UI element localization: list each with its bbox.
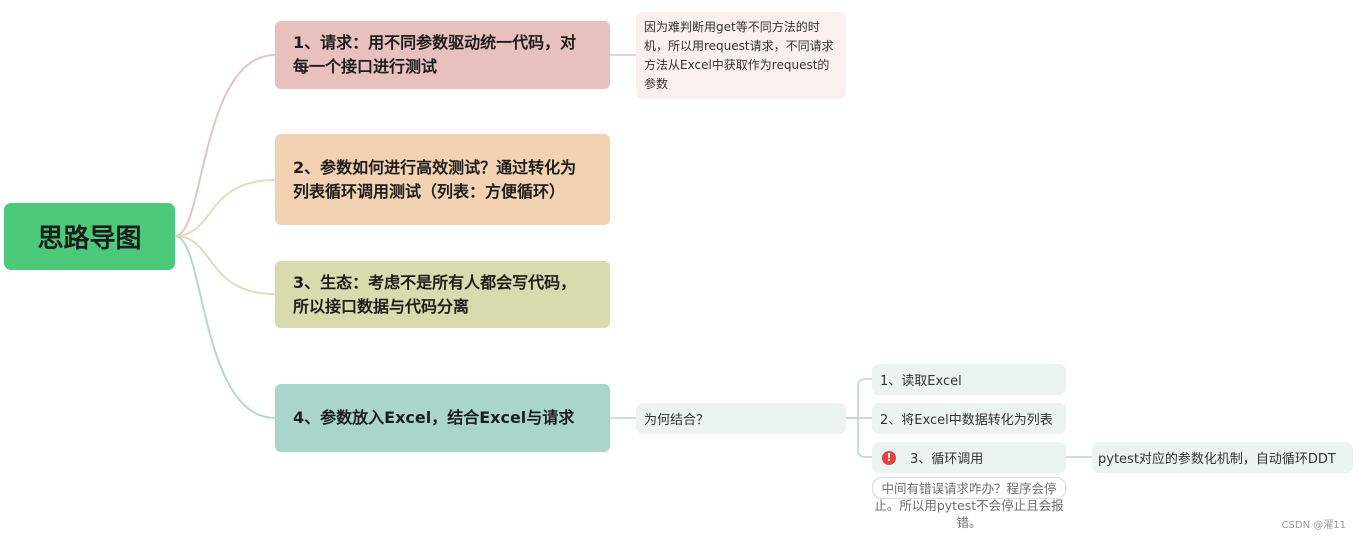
step-2-label: 2、将Excel中数据转化为列表	[880, 413, 1053, 428]
root-topic-label: 思路导图	[37, 224, 142, 254]
step-3-label: 3、循环调用	[910, 452, 984, 467]
branch-4-label: 4、参数放入Excel，结合Excel与请求	[293, 408, 575, 427]
step-convert-list[interactable]: 2、将Excel中数据转化为列表	[872, 403, 1066, 434]
watermark: CSDN @濯11	[1281, 520, 1346, 531]
link-root-branch-1	[174, 54, 276, 237]
link-root-branch-3	[174, 235, 276, 295]
ddt-label: pytest对应的参数化机制，自动循环DDT	[1098, 452, 1336, 467]
branch-2-parameters[interactable]: 2、参数如何进行高效测试？通过转化为列表循环调用测试（列表：方便循环）	[275, 134, 610, 225]
note-request-method[interactable]: 因为难判断用get等不同方法的时机，所以用request请求，不同请求方法从Ex…	[636, 12, 846, 99]
branch-1-label: 1、请求：用不同参数驱动统一代码，对每一个接口进行测试	[293, 33, 577, 76]
step-loop-call[interactable]: ! 3、循环调用	[872, 442, 1066, 473]
branch-1-request[interactable]: 1、请求：用不同参数驱动统一代码，对每一个接口进行测试	[275, 21, 610, 89]
branch-3-label: 3、生态：考虑不是所有人都会写代码，所以接口数据与代码分离	[293, 272, 577, 316]
why-combine-topic[interactable]: 为何结合？	[636, 403, 846, 434]
root-topic[interactable]: 思路导图	[4, 203, 175, 270]
why-combine-label: 为何结合？	[644, 413, 710, 428]
link-why-step-1	[846, 378, 872, 419]
comment-text: 中间有错误请求咋办？程序会停止。所以用pytest不会停止且会报错。	[874, 481, 1064, 530]
branch-2-label: 2、参数如何进行高效测试？通过转化为列表循环调用测试（列表：方便循环）	[293, 157, 577, 201]
step-read-excel[interactable]: 1、读取Excel	[872, 364, 1066, 395]
branch-4-excel[interactable]: 4、参数放入Excel，结合Excel与请求	[275, 384, 610, 452]
link-root-branch-2	[174, 179, 276, 237]
note-text: 因为难判断用get等不同方法的时机，所以用request请求，不同请求方法从Ex…	[644, 20, 834, 91]
comment-bubble[interactable]	[872, 477, 1066, 499]
error-icon: !	[882, 450, 896, 465]
step-1-label: 1、读取Excel	[880, 374, 962, 389]
link-root-branch-4	[174, 235, 276, 419]
ddt-topic[interactable]: pytest对应的参数化机制，自动循环DDT	[1092, 442, 1353, 473]
branch-3-ecosystem[interactable]: 3、生态：考虑不是所有人都会写代码，所以接口数据与代码分离	[275, 261, 610, 328]
link-why-step-3	[857, 418, 872, 458]
